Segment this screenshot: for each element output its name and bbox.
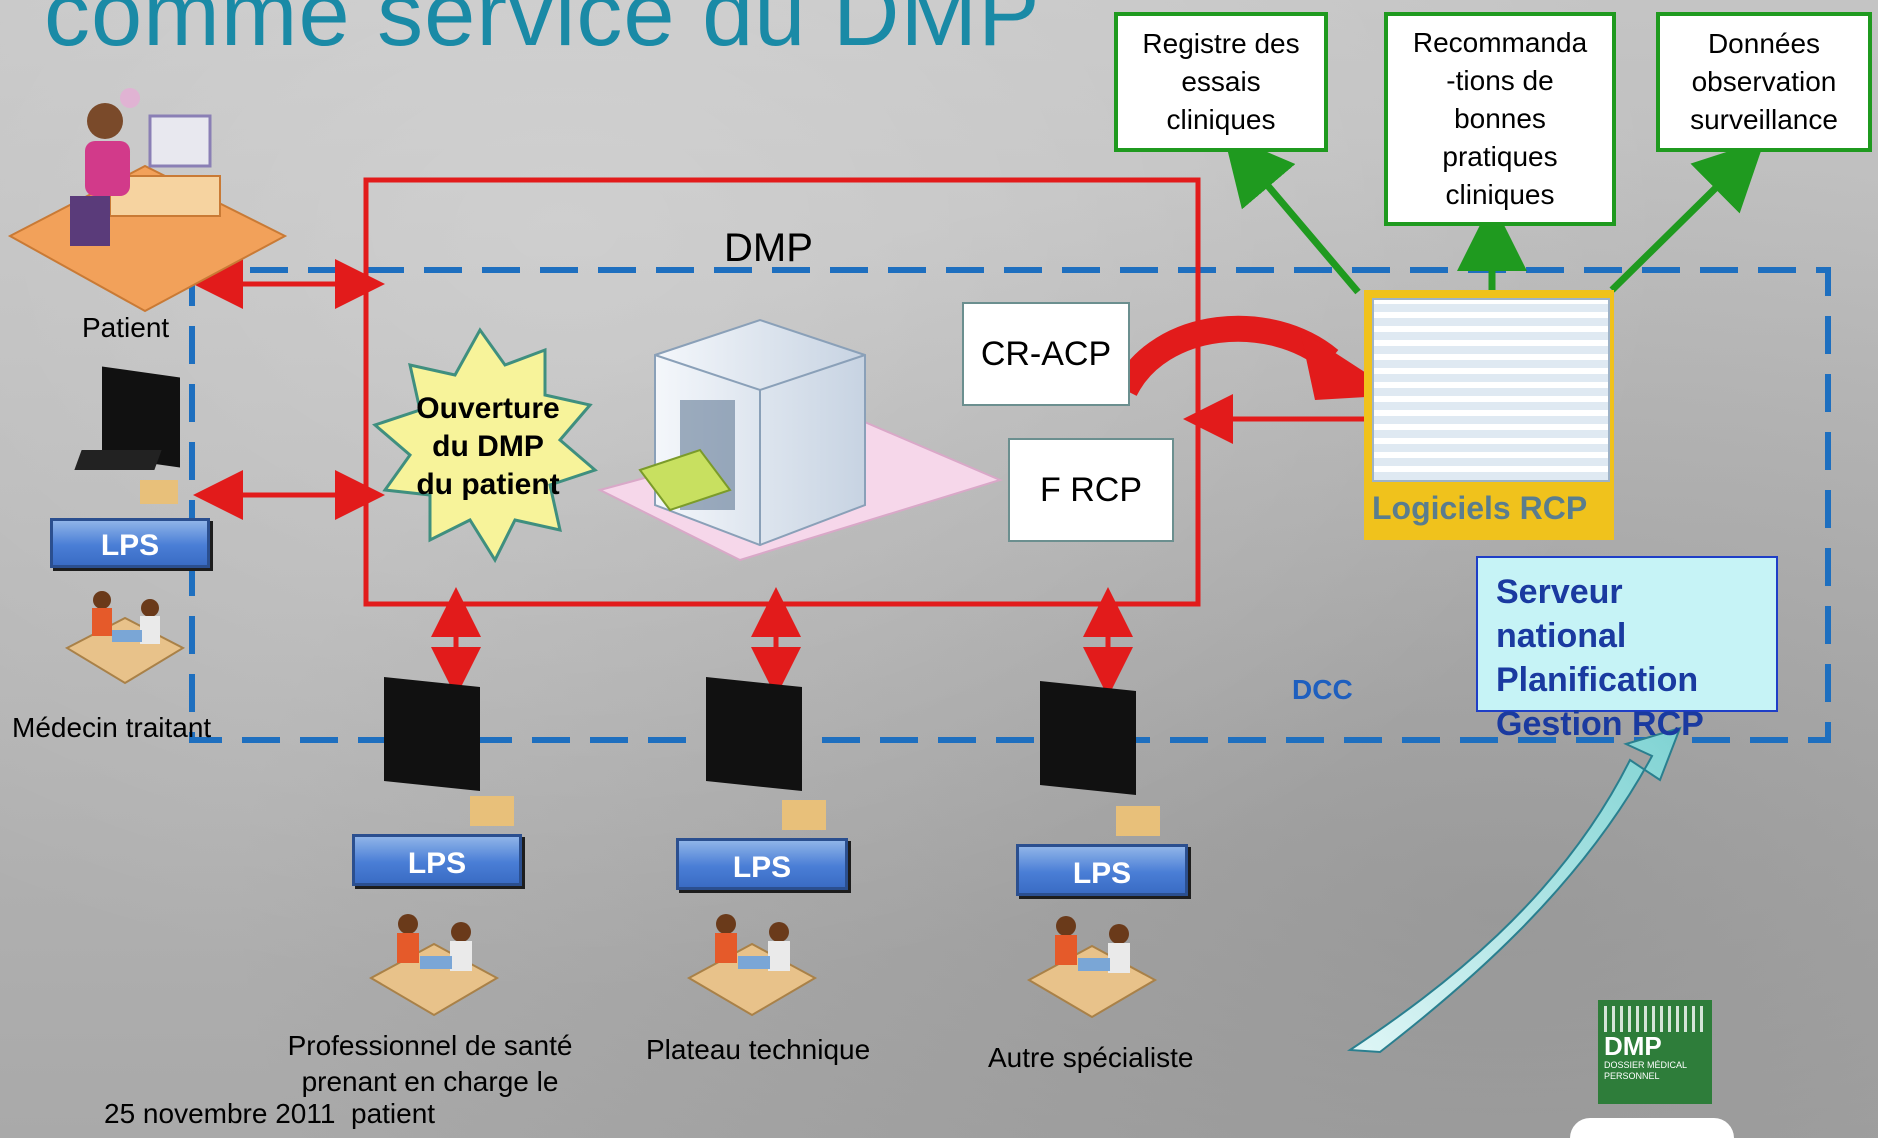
lps-pro-sante: LPS xyxy=(352,834,522,886)
serveur-national-box: Serveur national Planification Gestion R… xyxy=(1476,556,1778,743)
card-reader-icon xyxy=(140,480,178,504)
footer-logo-fragment xyxy=(1570,1118,1734,1138)
dcc-boundary xyxy=(189,267,1831,743)
burst-line-2: du DMP xyxy=(432,430,544,463)
pro-sante-line-2: prenant en charge le xyxy=(301,1066,559,1097)
lps-plateau: LPS xyxy=(676,838,848,890)
monitor-icon xyxy=(1040,680,1136,796)
donnees-line-3: surveillance xyxy=(1690,104,1838,135)
rcp-screenshot xyxy=(1372,298,1610,482)
logo-brand: DMP xyxy=(1604,1031,1662,1061)
curved-blue-arrow xyxy=(1346,726,1682,1054)
arrow-to-registre xyxy=(1223,133,1361,295)
registre-line-3: cliniques xyxy=(1166,104,1276,135)
footer-date-line: 25 novembre 2011 patient xyxy=(104,1098,435,1130)
arrow-to-donnees xyxy=(1609,139,1765,293)
reco-line-1: Recommanda xyxy=(1412,27,1588,58)
lps-medecin: LPS xyxy=(50,518,210,568)
pro-sante-line-3: patient xyxy=(351,1098,436,1129)
logo-bars xyxy=(1604,1006,1706,1032)
keyboard-icon xyxy=(74,450,162,470)
medecin-label: Médecin traitant xyxy=(12,712,212,743)
reco-line-2: -tions de xyxy=(1446,65,1554,96)
serveur-line-1: Serveur national xyxy=(1496,573,1627,655)
registre-line-1: Registre des xyxy=(1142,28,1300,59)
logo-sub-2: PERSONNEL xyxy=(1604,1071,1660,1081)
burst-text: Ouverture du DMP du patient xyxy=(398,390,578,504)
medecin-illustration xyxy=(62,578,188,690)
pro-sante-line-1: Professionnel de santé xyxy=(287,1030,573,1061)
pro-sante-label: Professionnel de santé prenant en charge… xyxy=(268,1028,592,1100)
doc-cr-acp: CR-ACP xyxy=(962,302,1130,406)
donnees-line-2: observation xyxy=(1691,66,1837,97)
serveur-line-2: Planification xyxy=(1496,661,1699,699)
dmp-label: DMP xyxy=(724,226,813,270)
card-reader-icon xyxy=(1116,806,1160,836)
burst-line-3: du patient xyxy=(416,468,560,501)
plateau-illustration xyxy=(684,900,820,1020)
lps-specialiste: LPS xyxy=(1016,844,1188,896)
card-reader-icon xyxy=(782,800,826,830)
card-reader-icon xyxy=(470,796,514,826)
specialiste-label: Autre spécialiste xyxy=(988,1042,1194,1073)
card-icon xyxy=(638,448,732,512)
logo-sub-1: DOSSIER MÉDICAL xyxy=(1604,1060,1688,1070)
box-recommandations: Recommanda -tions de bonnes pratiques cl… xyxy=(1384,12,1616,226)
reco-line-5: cliniques xyxy=(1445,179,1555,210)
slide-title: comme service du DMP xyxy=(44,0,1041,65)
specialiste-illustration xyxy=(1024,902,1160,1022)
patient-label: Patient xyxy=(82,312,170,343)
box-registre: Registre des essais cliniques xyxy=(1114,12,1328,152)
registre-line-2: essais xyxy=(1181,66,1261,97)
box-donnees: Données observation surveillance xyxy=(1656,12,1872,152)
reco-line-3: bonnes xyxy=(1454,103,1546,134)
pro-sante-illustration xyxy=(366,900,502,1020)
monitor-icon xyxy=(384,676,480,792)
burst-line-1: Ouverture xyxy=(416,392,560,425)
doc-f-rcp: F RCP xyxy=(1008,438,1174,542)
donnees-line-1: Données xyxy=(1707,28,1821,59)
serveur-line-3: Gestion RCP xyxy=(1496,705,1704,743)
dmp-logo: DMP DOSSIER MÉDICAL PERSONNEL xyxy=(1598,1000,1712,1104)
logiciels-rcp-panel: Logiciels RCP xyxy=(1364,290,1614,540)
reco-line-4: pratiques xyxy=(1442,141,1558,172)
plateau-label: Plateau technique xyxy=(646,1034,871,1065)
patient-illustration xyxy=(0,86,290,316)
burst-shape xyxy=(372,327,598,564)
date-text: 25 novembre 2011 xyxy=(104,1098,336,1129)
dcc-label: DCC xyxy=(1292,674,1353,705)
logiciels-label: Logiciels RCP xyxy=(1372,490,1588,526)
curved-arrow-cracp xyxy=(1113,315,1339,397)
monitor-icon xyxy=(706,676,802,792)
